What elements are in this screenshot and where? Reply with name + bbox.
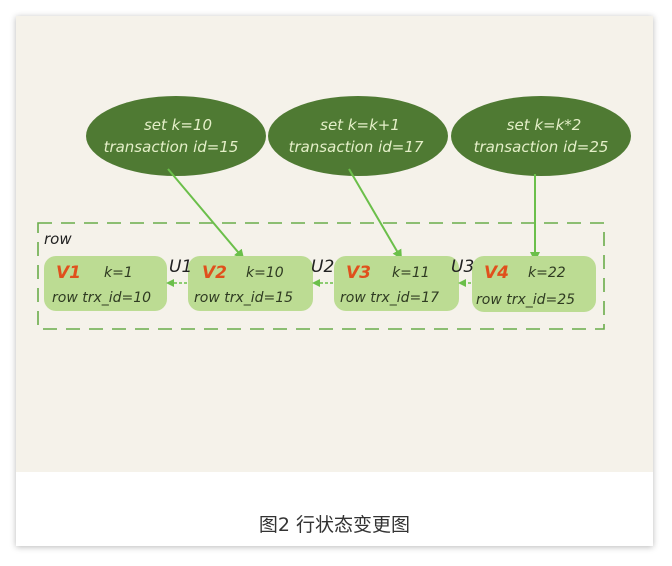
version-box-v2: V2 k=10 row trx_id=15 bbox=[188, 256, 313, 311]
version-box-v1: V1 k=1 row trx_id=10 bbox=[44, 256, 167, 311]
version-trx-id: row trx_id=17 bbox=[340, 290, 439, 306]
version-trx-id: row trx_id=10 bbox=[52, 290, 151, 306]
transaction-2-arrow bbox=[348, 168, 403, 260]
figure-caption: 图2 行状态变更图 bbox=[258, 514, 411, 536]
undo-label-2: U2 bbox=[311, 257, 334, 277]
undo-label-1: U1 bbox=[169, 257, 192, 277]
transaction-2-line1: set k=k+1 bbox=[320, 116, 400, 134]
figure-frame: row set k=10 transaction id=15 set k=k+1… bbox=[16, 16, 653, 546]
transaction-ellipse-2: set k=k+1 transaction id=17 bbox=[268, 96, 448, 176]
transaction-ellipse-1: set k=10 transaction id=15 bbox=[86, 96, 266, 176]
version-value: k=10 bbox=[246, 265, 284, 281]
version-name: V2 bbox=[202, 263, 227, 283]
version-name: V4 bbox=[484, 263, 509, 283]
transaction-1-line1: set k=10 bbox=[144, 116, 212, 134]
transaction-2-line2: transaction id=17 bbox=[289, 138, 424, 156]
version-name: V3 bbox=[346, 263, 371, 283]
transaction-1-arrow bbox=[167, 168, 245, 260]
version-trx-id: row trx_id=25 bbox=[476, 292, 575, 308]
transaction-3-line1: set k=k*2 bbox=[507, 116, 582, 134]
transaction-3-line2: transaction id=25 bbox=[474, 138, 609, 156]
version-trx-id: row trx_id=15 bbox=[194, 290, 293, 306]
version-value: k=11 bbox=[392, 265, 430, 281]
version-value: k=1 bbox=[104, 265, 133, 281]
version-box-v3: V3 k=11 row trx_id=17 bbox=[334, 256, 459, 311]
row-label: row bbox=[44, 230, 72, 248]
row-container-border bbox=[37, 222, 605, 330]
version-name: V1 bbox=[56, 263, 81, 283]
diagram-canvas: row set k=10 transaction id=15 set k=k+1… bbox=[16, 16, 653, 472]
undo-label-3: U3 bbox=[451, 257, 474, 277]
version-box-v4: V4 k=22 row trx_id=25 bbox=[472, 256, 596, 312]
version-value: k=22 bbox=[528, 265, 566, 281]
transaction-ellipse-3: set k=k*2 transaction id=25 bbox=[451, 96, 631, 176]
row-version-diagram: row set k=10 transaction id=15 set k=k+1… bbox=[37, 96, 631, 330]
transaction-1-line2: transaction id=15 bbox=[104, 138, 239, 156]
